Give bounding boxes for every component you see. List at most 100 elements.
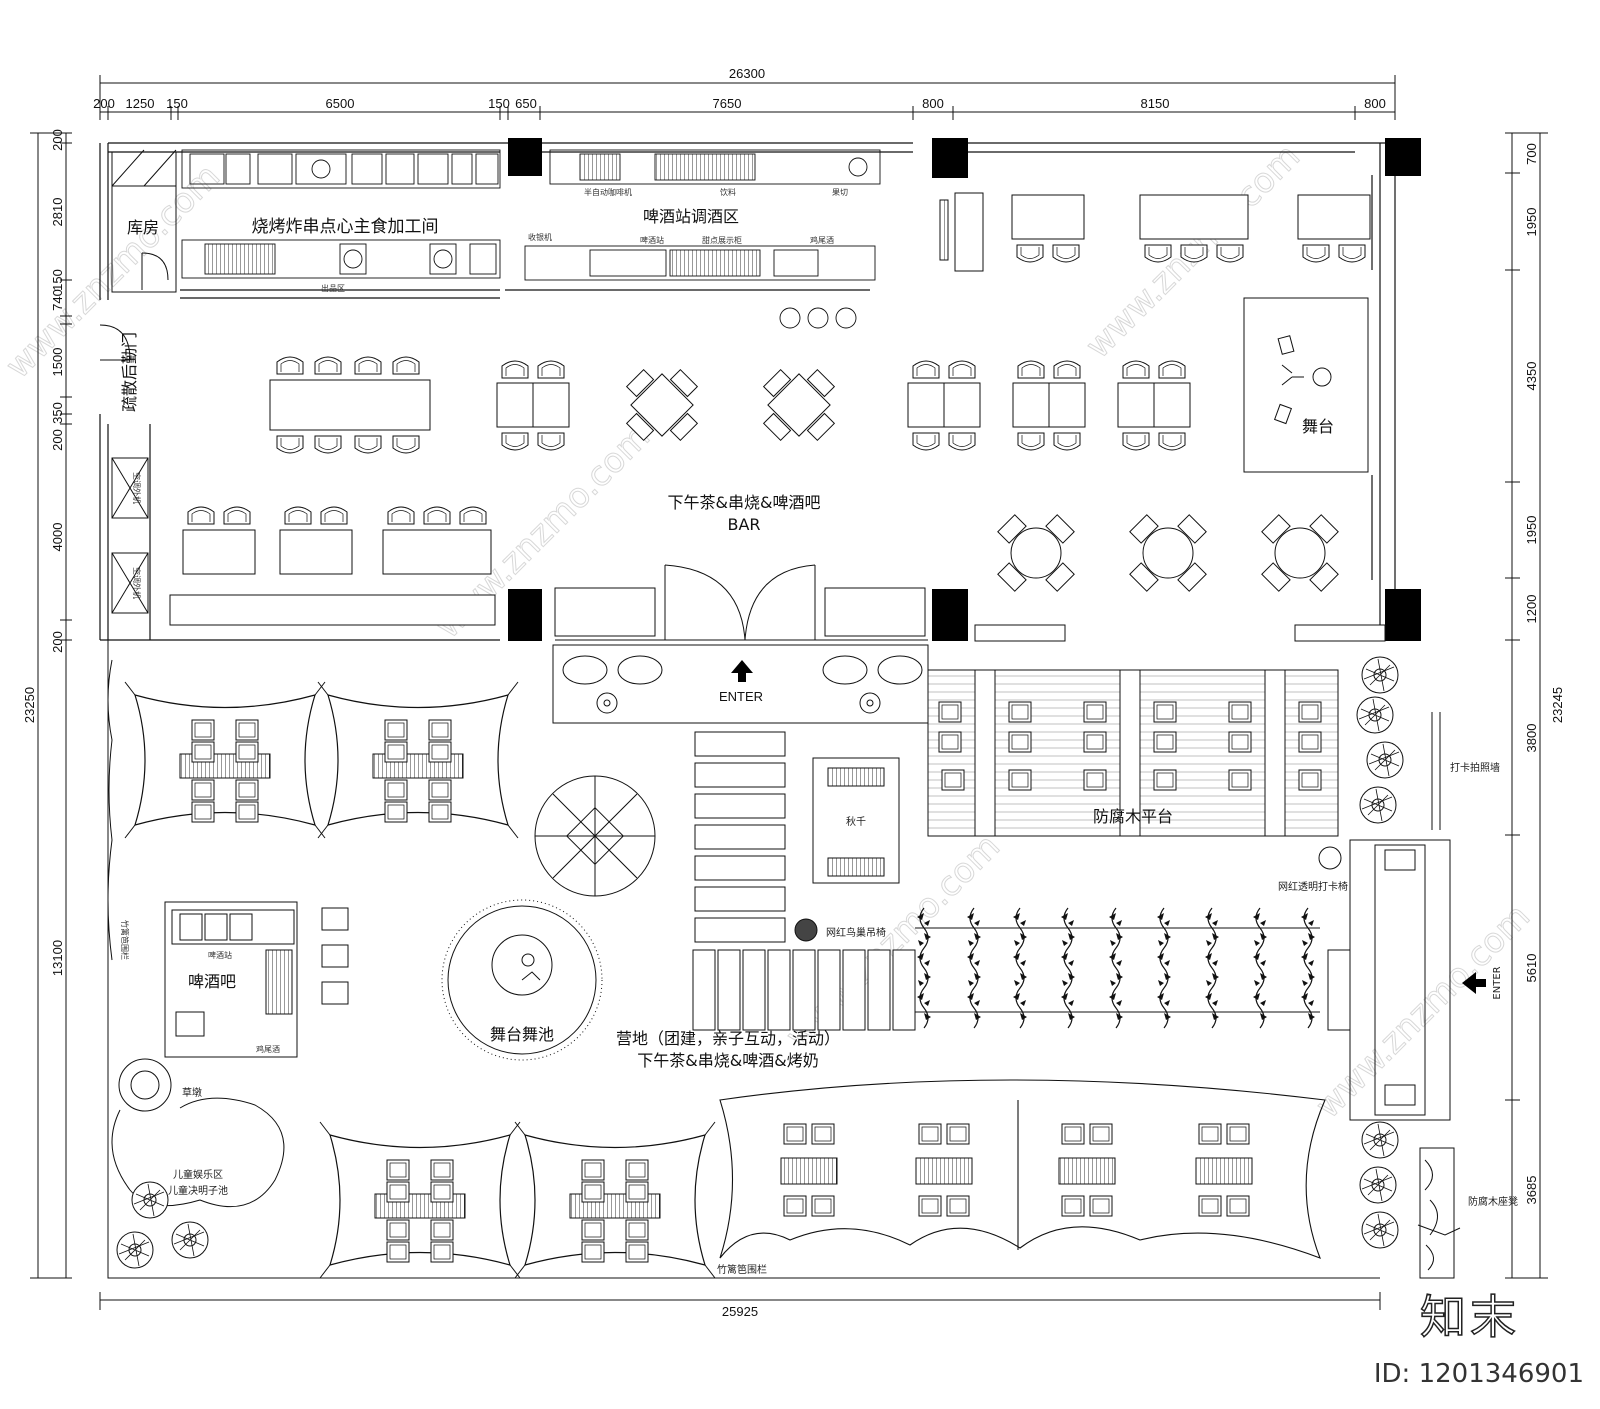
cashier-label: 收银机: [528, 232, 552, 242]
dim-top-total: 26300: [729, 66, 765, 81]
evacuation-door-label: 疏散后勤门: [120, 332, 139, 412]
indoor-stage: [1243, 297, 1369, 473]
camp-label-2: 下午茶&串烧&啤酒&烤奶: [637, 1051, 818, 1070]
evacuation-door: [99, 324, 131, 361]
dim-top-seg-8: 800: [922, 96, 944, 111]
dim-left-total: 23250: [22, 687, 37, 723]
photo-wall: [1431, 712, 1441, 830]
dim-top-seg-4: 6500: [326, 96, 355, 111]
large-canopy: [719, 1079, 1326, 1259]
dim-left-segments: 200 2810 740 150 1500 350 200 4000 200 1…: [50, 129, 65, 976]
dim-right-seg-2: 1950: [1524, 208, 1539, 237]
dim-top-seg-3: 150: [166, 96, 188, 111]
dim-right-seg-1: 700: [1524, 143, 1539, 165]
storage-room: [111, 149, 177, 293]
watermark-id: ID: 1201346901: [1373, 1359, 1584, 1389]
swing: [812, 757, 900, 884]
beer-station-area-label: 啤酒站调酒区: [643, 207, 739, 226]
dim-right-seg-3: 4350: [1524, 362, 1539, 391]
grass-pier-label: 草墩: [182, 1086, 202, 1099]
deck-label: 防腐木平台: [1093, 807, 1173, 826]
enter-main-label: ENTER: [719, 689, 763, 704]
canopy-tables: [780, 1123, 1253, 1217]
right-dimensions: [1505, 132, 1548, 1279]
dim-top-seg-10: 800: [1364, 96, 1386, 111]
dessert-cabinet-label: 甜点展示柜: [702, 235, 742, 245]
dim-right-segments: 700 1950 4350 1950 1200 3800 5610 3685: [1524, 143, 1539, 1204]
dim-right-seg-5: 1200: [1524, 595, 1539, 624]
right-plants: [1356, 656, 1404, 1249]
dim-left-seg-1: 200: [50, 129, 65, 151]
dim-top-seg-2: 1250: [126, 96, 155, 111]
left-dimensions: [30, 132, 72, 1279]
nest-chair-icon: [794, 918, 818, 942]
ac-unit-label-2: 空调外机: [132, 567, 142, 599]
dim-right-seg-6: 3800: [1524, 724, 1539, 753]
dim-right-total: 23245: [1550, 687, 1565, 723]
coffee-machine-label: 半自动咖啡机: [584, 187, 632, 197]
dim-top-segments: 200 1250 150 6500 150 650 7650 800 8150 …: [93, 96, 1386, 111]
kids-area-label: 儿童娱乐区: [173, 1168, 223, 1181]
swing-label: 秋千: [846, 815, 866, 828]
enter-side-label: ENTER: [1492, 966, 1503, 999]
nest-chair-label: 网红鸟巢吊椅: [826, 926, 886, 939]
bottom-dimensions: [99, 1292, 1381, 1310]
top-dimensions: [99, 75, 1396, 120]
dim-left-seg-2: 2810: [50, 198, 65, 227]
dim-left-seg-8: 4000: [50, 523, 65, 552]
dim-top-seg-1: 200: [93, 96, 115, 111]
vine-trellis: [915, 907, 1320, 1029]
dim-left-seg-6: 350: [50, 402, 65, 424]
cocktail-label: 鸡尾酒: [810, 235, 834, 245]
dim-left-seg-9: 200: [50, 631, 65, 653]
dim-top-seg-6: 650: [515, 96, 537, 111]
kids-pool-label: 儿童决明子池: [168, 1184, 228, 1197]
bamboo-fence-left-label: 竹篱笆围栏: [120, 920, 130, 960]
beer-station-label: 啤酒站: [640, 235, 664, 245]
watermark-logo: 知末: [1419, 1289, 1520, 1345]
wood-bench-label: 防腐木座凳: [1468, 1195, 1518, 1208]
dim-left-seg-3: 740: [50, 289, 65, 311]
dim-top-seg-7: 7650: [713, 96, 742, 111]
photo-chair-icon: [1318, 846, 1342, 870]
structural-columns: [508, 138, 1421, 641]
dim-right-seg-4: 1950: [1524, 516, 1539, 545]
round-pavilion: [534, 775, 656, 897]
main-entrance: [552, 564, 929, 724]
bamboo-fence-bottom-label: 竹篱笆围栏: [717, 1263, 767, 1276]
outlet-label: 出品区: [321, 283, 345, 293]
dim-bottom-total: 25925: [722, 1304, 758, 1319]
beer-station-counters: [524, 149, 881, 329]
dim-left-seg-5: 1500: [50, 348, 65, 377]
bar-en-label: BAR: [727, 515, 760, 534]
dim-top-seg-5: 150: [488, 96, 510, 111]
dim-right-seg-8: 3685: [1524, 1176, 1539, 1205]
wood-bench: [1417, 1147, 1461, 1279]
dim-top-seg-9: 8150: [1141, 96, 1170, 111]
dance-stage: [441, 899, 603, 1061]
kitchen-equipment: [181, 149, 501, 279]
drinks-label: 饮料: [720, 187, 736, 197]
dim-left-seg-10: 13100: [50, 940, 65, 976]
beer-bar-label: 啤酒吧: [188, 972, 236, 991]
bar-main-label: 下午茶&串烧&啤酒吧: [668, 493, 821, 512]
side-enter-arrow-icon: [1462, 972, 1486, 994]
outdoor-beer-bar: [164, 901, 349, 1058]
photo-wall-label: 打卡拍照墙: [1450, 761, 1500, 774]
indoor-seating: [169, 192, 1371, 626]
fruit-label: 果切: [832, 188, 848, 197]
cocktail-2-label: 鸡尾酒: [256, 1044, 280, 1054]
enter-arrow-icon: [731, 660, 753, 682]
beer-station-2-label: 啤酒站: [208, 950, 232, 960]
storage-label: 库房: [127, 218, 159, 237]
dim-left-seg-4: 150: [50, 269, 65, 291]
dim-left-seg-7: 200: [50, 429, 65, 451]
photo-chair-label: 网红透明打卡椅: [1278, 880, 1348, 893]
wood-deck: [927, 624, 1386, 837]
lounge-benches: [692, 731, 1351, 1031]
dance-stage-label: 舞台舞池: [490, 1025, 554, 1044]
dim-right-seg-7: 5610: [1524, 954, 1539, 983]
camp-label-1: 营地（团建，亲子互动，活动）: [616, 1029, 840, 1048]
left-garden: [107, 640, 1380, 1279]
